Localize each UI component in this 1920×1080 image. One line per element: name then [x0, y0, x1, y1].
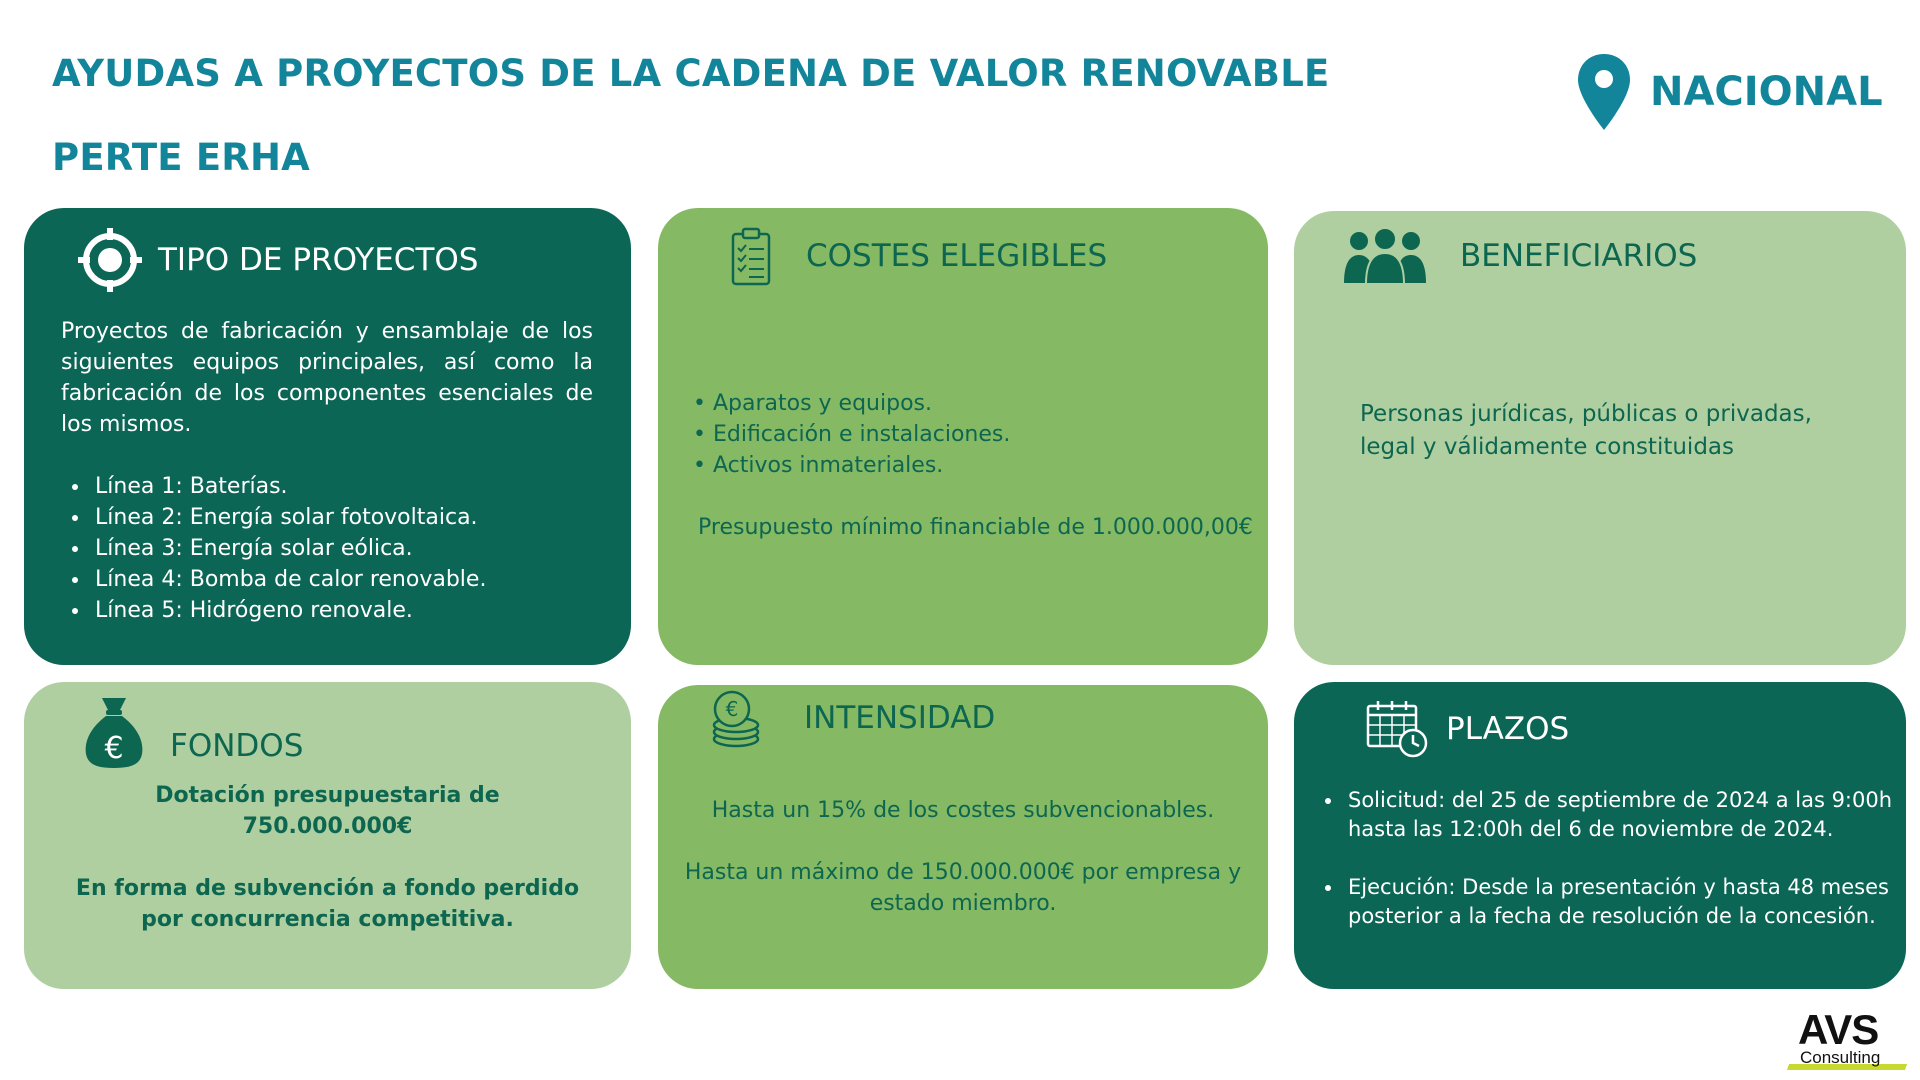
list-item: Línea 1: Baterías.	[91, 471, 593, 502]
card-intensidad: € INTENSIDAD Hasta un 15% de los costes …	[658, 685, 1268, 989]
costes-list: • Aparatos y equipos. • Edificación e in…	[693, 388, 1253, 481]
card-header: € INTENSIDAD	[708, 689, 995, 749]
card-title: FONDOS	[170, 728, 304, 764]
logo-sub-text: Consulting	[1800, 1048, 1881, 1067]
clipboard-checklist-icon	[730, 226, 772, 286]
card-title: COSTES ELEGIBLES	[806, 238, 1108, 274]
beneficiarios-text: Personas jurídicas, públicas o privadas,…	[1360, 401, 1812, 460]
card-header: COSTES ELEGIBLES	[730, 226, 1107, 286]
card-header: € FONDOS	[82, 694, 303, 770]
card-title: BENEFICIARIOS	[1460, 238, 1698, 274]
svg-text:€: €	[726, 697, 739, 721]
card-beneficiarios: BENEFICIARIOS Personas jurídicas, públic…	[1294, 211, 1906, 665]
intensidad-line-1: Hasta un 15% de los costes subvencionabl…	[711, 798, 1215, 823]
list-item: • Edificación e instalaciones.	[693, 422, 1011, 447]
card-title: INTENSIDAD	[804, 700, 996, 736]
fondos-line-2: 750.000.000€	[242, 814, 413, 839]
list-item: • Activos inmateriales.	[693, 453, 944, 478]
list-item: Línea 5: Hidrógeno renovale.	[91, 595, 593, 626]
tipo-list: Línea 1: Baterías. Línea 2: Energía sola…	[61, 471, 593, 626]
card-tipo-proyectos: TIPO DE PROYECTOS Proyectos de fabricaci…	[24, 208, 631, 665]
list-item: Línea 2: Energía solar fotovoltaica.	[91, 502, 593, 533]
list-item: Línea 4: Bomba de calor renovable.	[91, 564, 593, 595]
card-header: TIPO DE PROYECTOS	[76, 226, 478, 294]
calendar-clock-icon	[1366, 700, 1428, 758]
intensidad-line-2: Hasta un máximo de 150.000.000€ por empr…	[684, 860, 1242, 916]
avs-consulting-logo: AVS Consulting	[1786, 1006, 1908, 1072]
fondos-line-3: En forma de subvención a fondo perdido p…	[75, 876, 580, 932]
logo-main-text: AVS	[1798, 1006, 1879, 1053]
card-costes-elegibles: COSTES ELEGIBLES • Aparatos y equipos. •…	[658, 208, 1268, 665]
page-subtitle: PERTE ERHA	[52, 136, 310, 179]
card-title: TIPO DE PROYECTOS	[158, 242, 479, 278]
list-item: • Aparatos y equipos.	[693, 391, 932, 416]
page-title: AYUDAS A PROYECTOS DE LA CADENA DE VALOR…	[52, 52, 1330, 95]
card-title: PLAZOS	[1446, 711, 1570, 747]
tipo-intro: Proyectos de fabricación y ensamblaje de…	[61, 319, 593, 437]
money-bag-euro-icon: €	[82, 694, 146, 770]
list-item: Solicitud: del 25 de septiembre de 2024 …	[1344, 786, 1909, 844]
scope-indicator: NACIONAL	[1576, 52, 1883, 132]
card-fondos: € FONDOS Dotación presupuestaria de 750.…	[24, 682, 631, 989]
card-header: PLAZOS	[1366, 700, 1569, 758]
euro-coins-icon: €	[708, 689, 762, 749]
scope-label: NACIONAL	[1650, 69, 1883, 115]
fondos-line-1: Dotación presupuestaria de	[155, 783, 500, 808]
people-group-icon	[1342, 227, 1428, 285]
plazos-list: Solicitud: del 25 de septiembre de 2024 …	[1314, 786, 1909, 931]
svg-text:€: €	[104, 731, 123, 766]
card-plazos: PLAZOS Solicitud: del 25 de septiembre d…	[1294, 682, 1906, 989]
card-header: BENEFICIARIOS	[1342, 227, 1697, 285]
costes-note: Presupuesto mínimo financiable de 1.000.…	[698, 515, 1253, 540]
location-pin-icon	[1576, 52, 1632, 132]
list-item: Ejecución: Desde la presentación y hasta…	[1344, 873, 1909, 931]
list-item: Línea 3: Energía solar eólica.	[91, 533, 593, 564]
target-icon	[76, 226, 144, 294]
